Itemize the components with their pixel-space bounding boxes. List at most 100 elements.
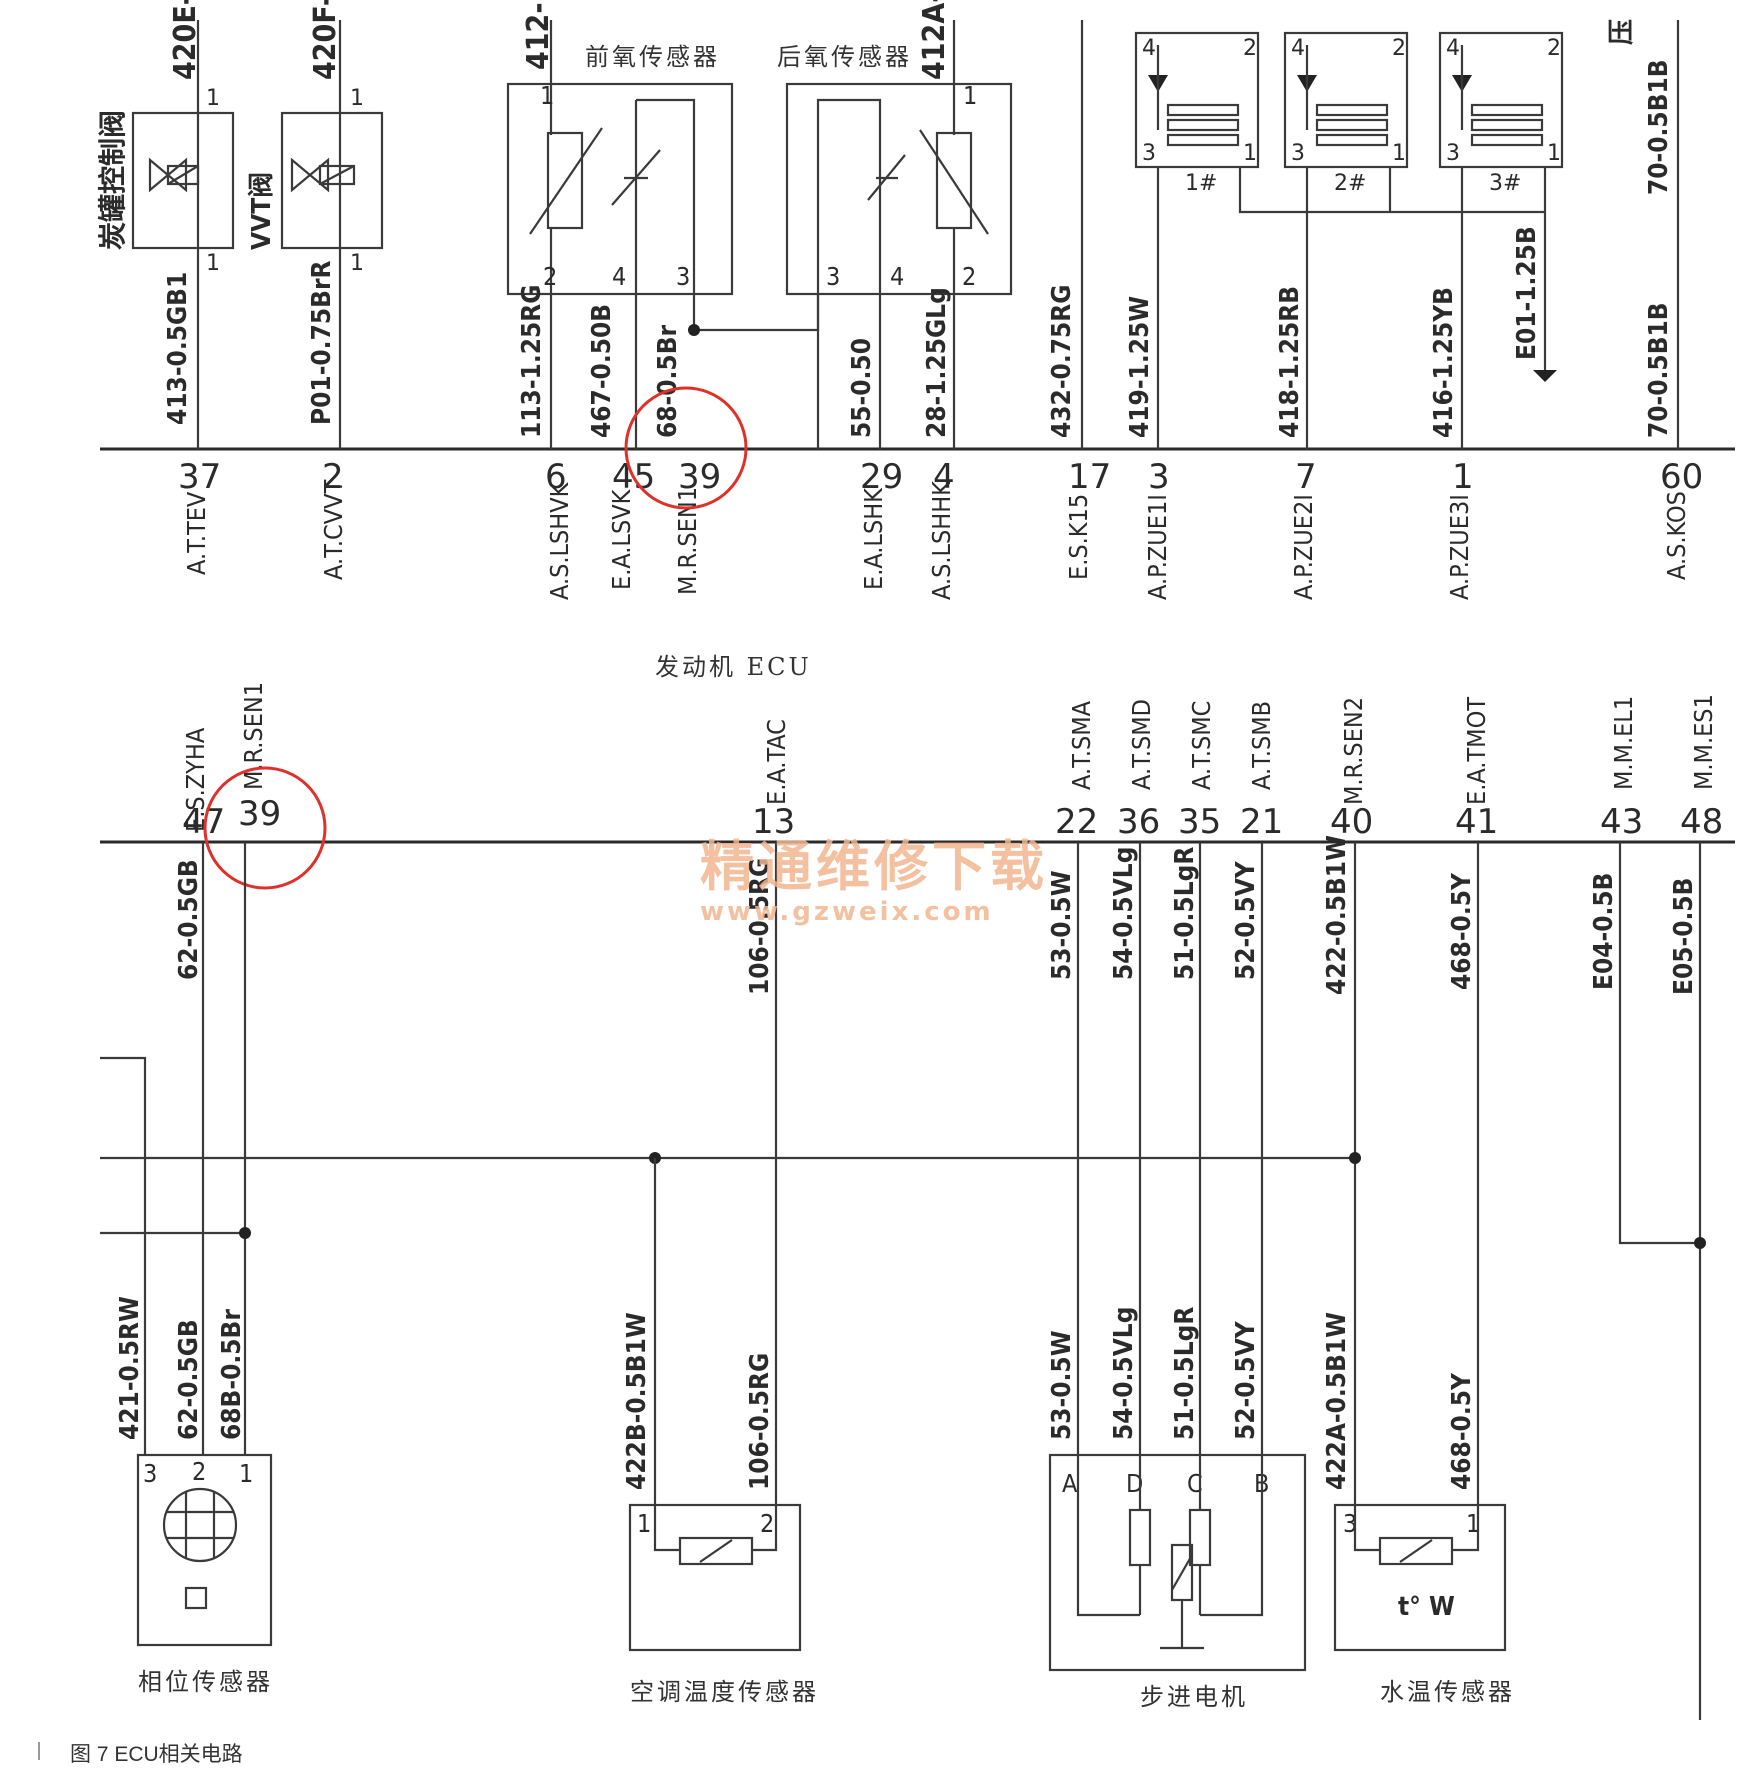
o2-rear-pin: 4 bbox=[890, 262, 904, 291]
o2-front-pin: 1 bbox=[540, 81, 554, 110]
top-pin-29: 29 bbox=[860, 457, 903, 497]
svg-text:2#: 2# bbox=[1334, 171, 1366, 196]
wire-label-51: 51-0.5LgR bbox=[1170, 847, 1200, 980]
svg-text:3: 3 bbox=[1343, 1509, 1357, 1538]
wire-label-52b: 52-0.5VY bbox=[1231, 1320, 1261, 1440]
top-pin-2: 2 bbox=[322, 457, 344, 497]
svg-text:t° W: t° W bbox=[1398, 1592, 1455, 1622]
wire-label-106b: 106-0.5RG bbox=[745, 1353, 775, 1490]
top-pin-4: 4 bbox=[933, 457, 955, 497]
wire-stub-412: 412- bbox=[521, 2, 556, 70]
svg-text:4: 4 bbox=[1446, 36, 1460, 61]
bot-pin-35: 35 bbox=[1178, 802, 1221, 842]
svg-text:2: 2 bbox=[760, 1509, 774, 1538]
bot-sig-SMD: A.T.SMD bbox=[1127, 699, 1156, 790]
wire-label-468b: 468-0.5Y bbox=[1447, 1372, 1477, 1490]
top-pin-37: 37 bbox=[178, 457, 221, 497]
bot-pin-36: 36 bbox=[1117, 802, 1160, 842]
wire-label-422B: 422B-0.5B1W bbox=[622, 1312, 652, 1490]
wire-label-70a: 70-0.5B1B bbox=[1644, 59, 1674, 195]
wire-label-418: 418-1.25RB bbox=[1275, 286, 1305, 438]
stepper-motor-label: 步进电机 bbox=[1140, 1683, 1248, 1711]
rear-o2-label: 后氧传感器 bbox=[777, 43, 912, 71]
wire-label-68: 68-0.5Br bbox=[653, 324, 683, 438]
top-pin-60: 60 bbox=[1660, 457, 1703, 497]
svg-text:1: 1 bbox=[239, 1459, 253, 1488]
svg-text:C: C bbox=[1187, 1469, 1203, 1498]
bot-pin-13: 13 bbox=[752, 802, 795, 842]
misc-right-label: 压 bbox=[1607, 19, 1637, 45]
wire-label-422A: 422A-0.5B1W bbox=[1322, 1312, 1352, 1490]
valve-pin: 1 bbox=[350, 251, 364, 276]
o2-front-pin: 3 bbox=[676, 262, 690, 291]
bot-pin-48: 48 bbox=[1680, 802, 1723, 842]
svg-text:3: 3 bbox=[1142, 141, 1156, 166]
wire-label-467: 467-0.50B bbox=[587, 304, 617, 438]
wire-label-413: 413-0.5GB1 bbox=[163, 272, 193, 425]
bot-pin-43: 43 bbox=[1600, 802, 1643, 842]
phase-sensor-label: 相位传感器 bbox=[138, 1668, 273, 1696]
top-sig-TEV: A.T.TEV bbox=[182, 491, 211, 575]
svg-text:3: 3 bbox=[143, 1459, 157, 1488]
top-pin-39: 39 bbox=[678, 457, 721, 497]
top-pin-1: 1 bbox=[1452, 457, 1474, 497]
bot-sig-TAC: E.A.TAC bbox=[762, 719, 791, 805]
top-sig-LSHVK: A.S.LSHVK bbox=[545, 481, 574, 600]
top-sig-SEN1: M.R.SEN1 bbox=[673, 487, 702, 595]
bot-sig-EL1: M.M.EL1 bbox=[1609, 696, 1638, 790]
wire-label-54: 54-0.5VLg bbox=[1109, 847, 1139, 980]
wire-stub-420E: 420E- bbox=[168, 0, 203, 80]
o2-rear-pin: 2 bbox=[962, 262, 976, 291]
wire-label-53: 53-0.5W bbox=[1047, 870, 1077, 980]
bot-pin-39: 39 bbox=[238, 794, 281, 834]
svg-text:2: 2 bbox=[1243, 36, 1257, 61]
canister-valve-label: 炭罐控制阀 bbox=[96, 110, 129, 250]
wire-label-54b: 54-0.5VLg bbox=[1109, 1307, 1139, 1440]
wire-label-62: 62-0.5GB bbox=[174, 859, 204, 980]
valve-pin: 1 bbox=[206, 251, 220, 276]
front-o2-sensor: 1 2 4 3 bbox=[506, 20, 734, 449]
valve-pin: 1 bbox=[206, 86, 220, 111]
wire-label-70b: 70-0.5B1B bbox=[1644, 302, 1674, 438]
top-sig-LSHHK: A.S.LSHHK bbox=[927, 480, 956, 600]
vvt-valve: 1 1 bbox=[280, 20, 384, 449]
svg-text:4: 4 bbox=[1291, 36, 1305, 61]
wire-label-52: 52-0.5VY bbox=[1231, 860, 1261, 980]
top-sig-ZUE1I: A.P.ZUE1I bbox=[1143, 494, 1172, 600]
ac-temp-sensor-label: 空调温度传感器 bbox=[630, 1678, 819, 1706]
wire-label-E05: E05-0.5B bbox=[1669, 877, 1699, 995]
wire-coil-common bbox=[1238, 167, 1547, 214]
caption-bar bbox=[38, 1742, 40, 1760]
bot-pin-47: 47 bbox=[182, 802, 225, 842]
wire-label-E01: E01-1.25B bbox=[1512, 226, 1542, 360]
top-sig-K15: E.S.K15 bbox=[1064, 494, 1093, 580]
svg-text:1: 1 bbox=[1466, 1509, 1480, 1538]
bot-pin-21: 21 bbox=[1240, 802, 1283, 842]
wire-label-106: 106-0.5RG bbox=[745, 858, 775, 995]
water-temp-sensor: 3 1 t° W bbox=[1333, 1503, 1507, 1652]
svg-text:3#: 3# bbox=[1489, 171, 1521, 196]
svg-text:4: 4 bbox=[1142, 36, 1156, 61]
canister-valve: 1 1 bbox=[131, 20, 235, 449]
wire-label-113: 113-1.25RG bbox=[517, 285, 547, 438]
valve-pin: 1 bbox=[350, 86, 364, 111]
top-sig-LSVK: E.A.LSVK bbox=[607, 488, 636, 590]
ignition-coil-2: 4 2 3 1 2# bbox=[1283, 31, 1409, 196]
water-temp-sensor-label: 水温传感器 bbox=[1380, 1678, 1515, 1706]
phase-sensor: 3 2 1 bbox=[136, 1453, 273, 1647]
top-pin-6: 6 bbox=[545, 457, 567, 497]
svg-text:2: 2 bbox=[1392, 36, 1406, 61]
top-pin-17: 17 bbox=[1068, 457, 1111, 497]
wire-label-432: 432-0.75RG bbox=[1047, 285, 1077, 438]
top-sig-ZUE3I: A.P.ZUE3I bbox=[1445, 494, 1474, 600]
bot-sig-SMC: A.T.SMC bbox=[1187, 701, 1216, 790]
wire-label-55: 55-0.50 bbox=[847, 338, 877, 438]
top-pin-3: 3 bbox=[1148, 457, 1170, 497]
svg-text:A: A bbox=[1062, 1469, 1078, 1498]
wire-label-53b: 53-0.5W bbox=[1047, 1330, 1077, 1440]
wire-stub-420F: 420F- bbox=[308, 0, 343, 80]
top-sig-ZUE2I: A.P.ZUE2I bbox=[1289, 494, 1318, 600]
wire-label-68B: 68B-0.5Br bbox=[217, 1309, 247, 1440]
highlight-circle-top bbox=[624, 386, 748, 510]
